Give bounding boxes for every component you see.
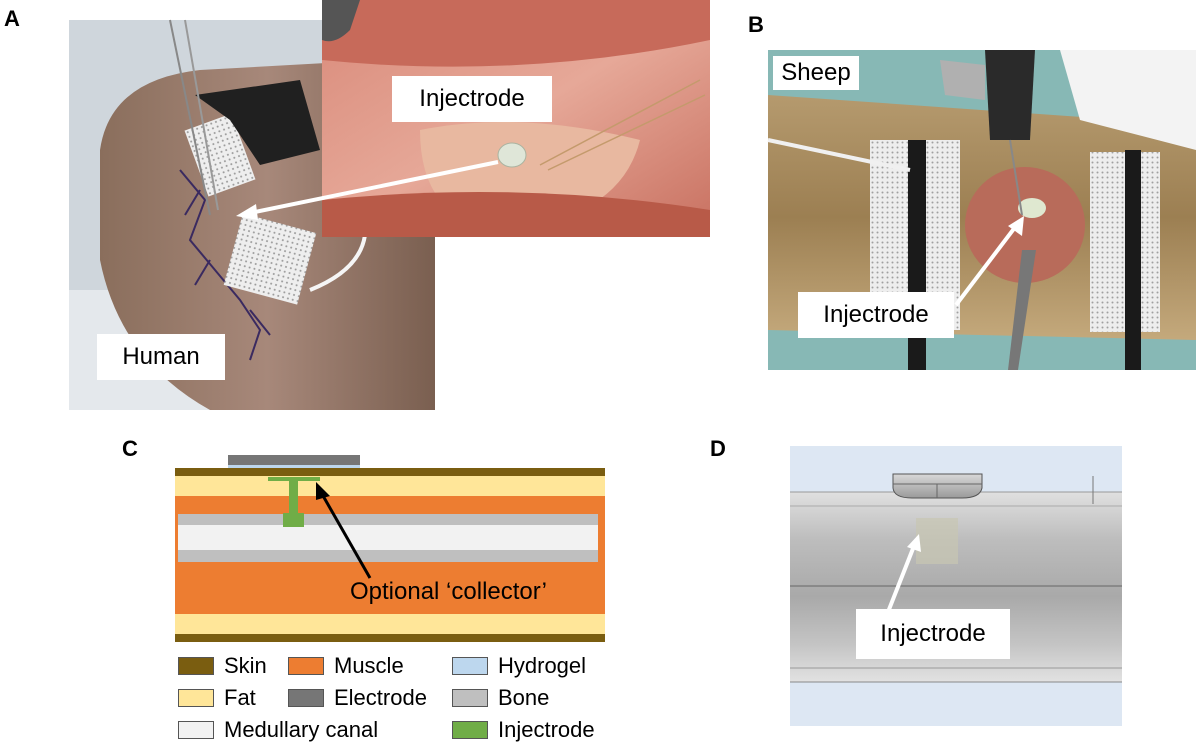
patch-lower [223,213,317,305]
legend-label-injectrode: Injectrode [498,717,595,742]
legend-label-muscle: Muscle [334,653,404,678]
hydrogel-layer [228,465,360,468]
fat-bottom [175,614,605,634]
tissue-fold-top [322,0,710,67]
label-injectrode-b: Injectrode [798,292,954,338]
legend-label-electrode: Electrode [334,685,427,710]
legend-bone: Bone [452,685,549,711]
injectrode-lead [289,481,298,513]
skin-top [175,468,605,476]
label-human: Human [97,334,225,380]
skin-bottom [175,634,605,642]
legend-label-hydrogel: Hydrogel [498,653,587,678]
panel-d: Injectrode [790,446,1122,726]
legend-medullary-canal: Medullary canal [178,717,378,743]
legend-swatch-electrode [288,689,324,707]
gauze-top [1060,50,1196,150]
legend-label-fat: Fat [224,685,256,710]
arrow-a-head [236,204,258,220]
arrow-b-line [954,224,1018,307]
fine-wire-2 [547,94,706,171]
label-sheep: Sheep [773,56,859,90]
electrode-layer [228,455,360,465]
panel-letter-b: B [748,12,764,37]
injectrode-model [916,518,958,564]
cable-b [767,138,911,172]
collector-arrow-head [316,482,330,500]
needle-1 [169,19,211,216]
label-injectrode-a: Injectrode [392,76,552,122]
forceps-b [1008,250,1036,370]
legend-label-skin: Skin [224,653,267,678]
forceps [322,0,360,42]
clamp [195,80,320,165]
legend-swatch-injectrode [452,721,488,739]
arrow-a-line [249,160,499,215]
legend-hydrogel: Hydrogel [452,653,586,679]
panel-b-photo [767,50,1196,370]
legend-swatch-medullary-canal [178,721,214,739]
label-injectrode-d: Injectrode [856,609,1010,659]
panel-letter-c: C [122,436,138,461]
collector-annotation: Optional ‘collector’ [350,578,547,605]
legend-fat: Fat [178,685,256,711]
legend-electrode: Electrode [288,685,427,711]
panel-b: Sheep Injectrode [760,40,1200,380]
panel-a: Injectrode Human [0,0,720,420]
clamp-b-metal [940,60,985,100]
sutures [179,169,271,361]
tissue-fold-bottom [322,192,710,237]
panel-c: Optional ‘collector’ Skin Muscle Hydroge… [170,450,620,750]
panel-letter-d: D [710,436,726,461]
fat-top [175,476,605,496]
legend-skin: Skin [178,653,267,679]
medullary-canal [178,525,598,550]
clamp-b [985,50,1035,140]
arrow-d-head [907,534,921,552]
legend-label-bone: Bone [498,685,550,710]
tissue-cross-section [175,455,605,642]
legend-swatch-bone [452,689,488,707]
fine-wire-1 [539,79,701,166]
collector-arrow-line [320,493,372,579]
arrow-d-line [886,545,916,613]
collector-plate [268,477,320,481]
legend-muscle: Muscle [288,653,404,679]
legend-label-medullary-canal: Medullary canal [224,717,379,742]
needle-2 [184,19,219,211]
arrow-b-head [1008,216,1024,236]
needle-b [1009,139,1023,216]
injectrode-sheep [1018,198,1046,218]
legend-swatch-muscle [288,657,324,675]
white-cable [309,234,367,292]
panel-letter-a: A [4,6,20,31]
injectrode-blob [497,142,527,168]
legend-swatch-hydrogel [452,657,488,675]
legend-swatch-skin [178,657,214,675]
fem-model-render [790,446,1122,726]
legend-injectrode: Injectrode [452,717,595,743]
strap-right [1125,150,1141,370]
legend-swatch-fat [178,689,214,707]
injectrode-body [283,513,304,527]
